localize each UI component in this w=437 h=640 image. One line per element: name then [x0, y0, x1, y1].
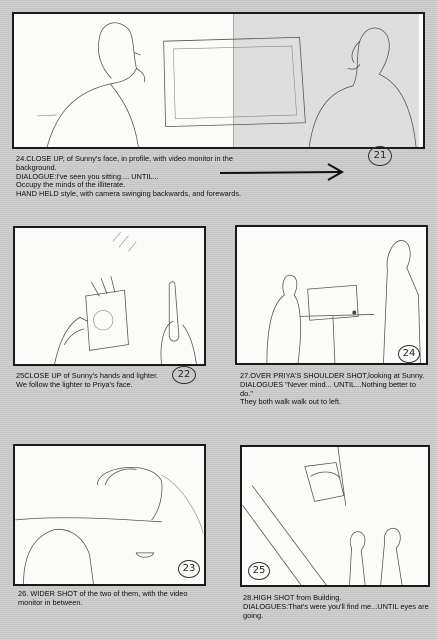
storyboard-frame-28 — [240, 445, 430, 587]
sketch-hands-lighter — [54, 231, 197, 364]
shot-number-label: 24 — [402, 348, 416, 359]
sketch-close-up-monitor — [37, 14, 419, 147]
arrow-right-icon — [218, 162, 348, 182]
caption-shot-25: 25CLOSE UP of Sunny's hands and lighter.… — [16, 371, 159, 389]
storyboard-frame-25 — [13, 226, 206, 366]
shot-number-23: 23 — [178, 560, 200, 578]
storyboard-frame-27 — [235, 225, 428, 365]
shot-number-24: 24 — [398, 345, 420, 363]
sketch-wider-shot — [15, 467, 204, 584]
shot-number-25: 25 — [248, 562, 270, 580]
sketch-high-shot — [242, 447, 403, 585]
shot-number-22: 22 — [172, 366, 196, 384]
caption-shot-28: 28.HIGH SHOT from Building. DIALOGUES:Th… — [243, 593, 429, 620]
storyboard-frame-24 — [12, 12, 425, 149]
shot-number-label: 23 — [182, 563, 196, 574]
caption-shot-24: 24.CLOSE UP, of Sunny's face, in profile… — [16, 154, 242, 199]
shot-number-label: 22 — [177, 369, 191, 380]
caption-shot-26: 26. WIDER SHOT of the two of them, with … — [18, 589, 188, 607]
shot-number-21: 21 — [368, 146, 392, 166]
shot-number-label: 21 — [373, 150, 387, 161]
storyboard-frame-26 — [13, 444, 206, 586]
sketch-over-shoulder — [266, 240, 421, 363]
shot-number-label: 25 — [252, 565, 266, 576]
caption-shot-27: 27.OVER PRIYA'S SHOULDER SHOT,looking at… — [240, 371, 425, 407]
